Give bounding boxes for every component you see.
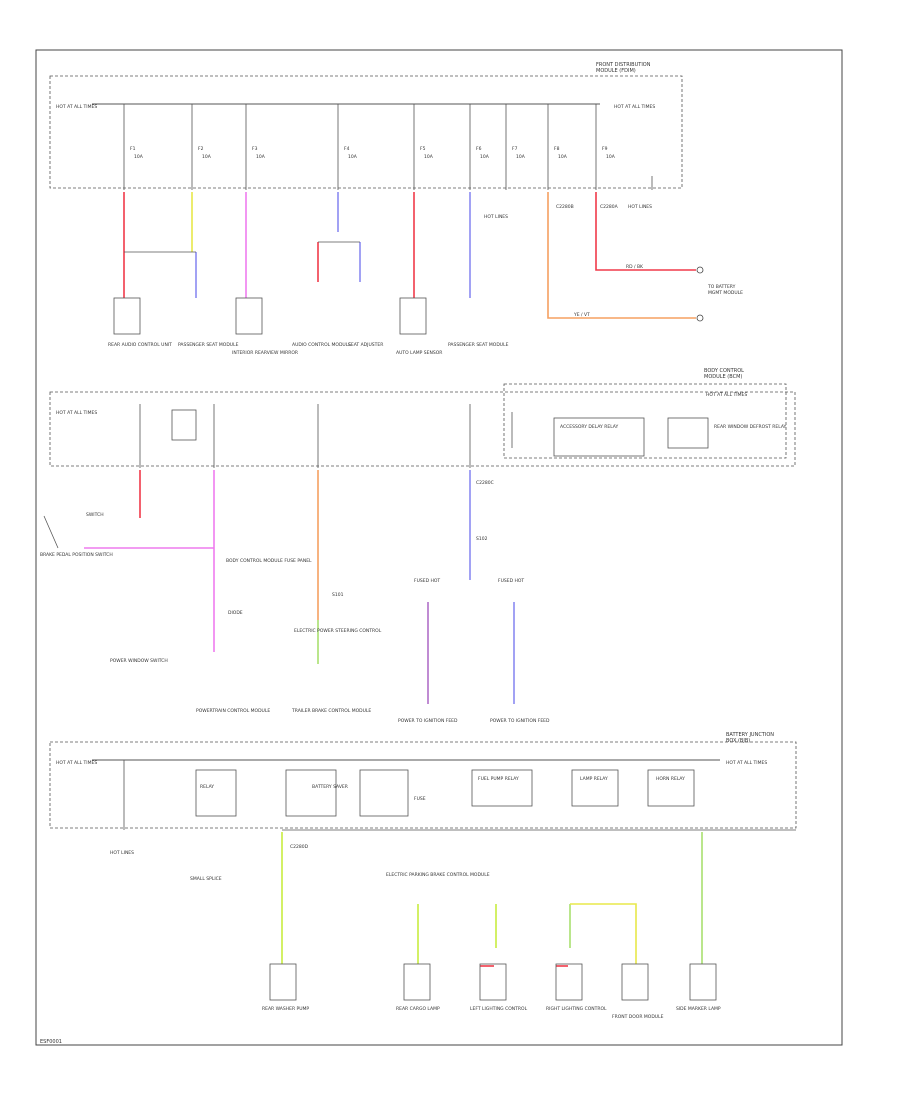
svg-text:10A: 10A bbox=[134, 154, 144, 160]
bottom-relay6: HORN RELAY bbox=[656, 776, 685, 782]
mid-relay2-label: REAR WINDOW DEFROST RELAY bbox=[714, 424, 787, 430]
bottom-splice-note: SMALL SPLICE bbox=[190, 876, 222, 882]
svg-text:F8: F8 bbox=[554, 146, 560, 152]
mid-right-label: HOT AT ALL TIMES bbox=[706, 392, 747, 398]
svg-text:10A: 10A bbox=[202, 154, 212, 160]
svg-text:10A: 10A bbox=[256, 154, 266, 160]
top-ground-label-2: HOT LINES bbox=[484, 214, 508, 220]
bottom-wire-note: ELECTRIC PARKING BRAKE CONTROL MODULE bbox=[386, 872, 490, 878]
mid-module-b: TRAILER BRAKE CONTROL MODULE bbox=[291, 708, 371, 714]
top-comp-1: REAR AUDIO CONTROL UNIT bbox=[108, 342, 172, 348]
svg-text:10A: 10A bbox=[480, 154, 490, 160]
top-right-label: HOT AT ALL TIMES bbox=[614, 104, 655, 110]
wire-red-4 bbox=[595, 192, 696, 271]
mid-module: BODY CONTROL MODULE (BCM) HOT AT ALL TIM… bbox=[49, 368, 796, 468]
bottom-comp-2: REAR CARGO LAMP bbox=[396, 1006, 440, 1012]
mid-module-title-2: MODULE (BCM) bbox=[704, 374, 742, 380]
svg-text:10A: 10A bbox=[424, 154, 434, 160]
top-comp-7: PASSENGER SEAT MODULE bbox=[448, 342, 509, 348]
bottom-right-label: HOT AT ALL TIMES bbox=[726, 760, 767, 766]
right-label-2: MGMT MODULE bbox=[708, 290, 743, 296]
mid-wires: BRAKE PEDAL POSITION SWITCH SWITCH BODY … bbox=[40, 470, 550, 724]
top-components: REAR AUDIO CONTROL UNIT PASSENGER SEAT M… bbox=[108, 297, 509, 356]
svg-text:F7: F7 bbox=[512, 146, 518, 152]
bottom-module-title-1: BATTERY JUNCTION bbox=[726, 732, 774, 738]
svg-text:10A: 10A bbox=[558, 154, 568, 160]
svg-text:F1: F1 bbox=[130, 146, 136, 152]
bottom-comp-5: FRONT DOOR MODULE bbox=[612, 1014, 664, 1020]
top-fuse-labels: F1 10A F2 10A F3 10A F4 10A F5 10A F6 10… bbox=[130, 146, 616, 160]
mid-module-d: FUSED HOT bbox=[498, 578, 524, 584]
top-comp-2: PASSENGER SEAT MODULE bbox=[178, 342, 239, 348]
svg-text:F6: F6 bbox=[476, 146, 482, 152]
right-wire-2: YE / VT bbox=[573, 312, 590, 318]
mid-module-a: POWERTRAIN CONTROL MODULE bbox=[196, 708, 270, 714]
bottom-comp-4: RIGHT LIGHTING CONTROL bbox=[546, 1006, 607, 1012]
mid-notes: BODY CONTROL MODULE FUSE PANEL bbox=[226, 558, 312, 564]
mid-diode: DIODE bbox=[228, 610, 243, 616]
mid-lower-a: POWER TO IGNITION FEED bbox=[398, 718, 458, 724]
bottom-relay4: FUEL PUMP RELAY bbox=[478, 776, 519, 782]
top-ground-label: HOT LINES bbox=[628, 204, 652, 210]
svg-text:10A: 10A bbox=[606, 154, 616, 160]
top-left-label: HOT AT ALL TIMES bbox=[56, 104, 97, 110]
bottom-wires: SMALL SPLICE ELECTRIC PARKING BRAKE CONT… bbox=[190, 832, 703, 967]
sheet-ref: ESF0001 bbox=[40, 1039, 62, 1045]
bottom-module: BATTERY JUNCTION BOX (BJB) HOT AT ALL TI… bbox=[49, 732, 797, 856]
top-comp-6: AUTO LAMP SENSOR bbox=[396, 350, 442, 356]
bottom-relay3: FUSE bbox=[414, 796, 426, 802]
wire-yellow-2 bbox=[570, 903, 637, 964]
bottom-comp-1: REAR WASHER PUMP bbox=[262, 1006, 309, 1012]
top-fuse-droppers bbox=[123, 104, 597, 190]
bottom-relay2: BATTERY SAVER bbox=[312, 784, 348, 790]
right-label-1: TO BATTERY bbox=[707, 284, 736, 290]
bottom-relay5: LAMP RELAY bbox=[580, 776, 608, 782]
bottom-comp-3: LEFT LIGHTING CONTROL bbox=[470, 1006, 528, 1012]
mid-c-label: C2280C bbox=[476, 480, 494, 486]
top-module-title-1: FRONT DISTRIBUTION bbox=[596, 62, 651, 68]
mid-lower-b: POWER TO IGNITION FEED bbox=[490, 718, 550, 724]
bottom-components: REAR WASHER PUMP REAR CARGO LAMP LEFT LI… bbox=[262, 963, 721, 1020]
svg-text:F2: F2 bbox=[198, 146, 204, 152]
top-mid-conn: C2280B bbox=[556, 204, 574, 210]
bottom-left-conn: C2280D bbox=[290, 844, 309, 850]
bottom-relay1: RELAY bbox=[200, 784, 214, 790]
svg-text:10A: 10A bbox=[516, 154, 526, 160]
mid-ground-note: POWER WINDOW SWITCH bbox=[110, 658, 168, 664]
top-module: FRONT DISTRIBUTION MODULE (FDIM) HOT AT … bbox=[49, 62, 683, 220]
svg-text:F4: F4 bbox=[344, 146, 350, 152]
top-comp-4: AUDIO CONTROL MODULE bbox=[292, 342, 351, 348]
top-right-conn: C2280A bbox=[600, 204, 619, 210]
wire-orange-1 bbox=[547, 192, 696, 319]
mid-lower-left: ELECTRIC POWER STEERING CONTROL bbox=[294, 628, 382, 634]
top-wires: TO BATTERY MGMT MODULE RD / BK YE / VT bbox=[123, 192, 743, 322]
svg-text:F5: F5 bbox=[420, 146, 426, 152]
mid-splice-b: S102 bbox=[476, 536, 488, 542]
bottom-left-label: HOT AT ALL TIMES bbox=[56, 760, 97, 766]
mid-module-c: FUSED HOT bbox=[414, 578, 440, 584]
bottom-comp-6: SIDE MARKER LAMP bbox=[676, 1006, 721, 1012]
bottom-ground-label: HOT LINES bbox=[110, 850, 134, 856]
mid-left-label: HOT AT ALL TIMES bbox=[56, 410, 97, 416]
svg-text:F3: F3 bbox=[252, 146, 258, 152]
mid-left-sw-label: SWITCH bbox=[86, 512, 104, 518]
mid-left-switch: BRAKE PEDAL POSITION SWITCH bbox=[40, 552, 113, 558]
top-comp-3: INTERIOR REARVIEW MIRROR bbox=[232, 350, 298, 356]
mid-module-title-1: BODY CONTROL bbox=[704, 368, 744, 374]
bottom-module-title-2: BOX (BJB) bbox=[726, 738, 750, 744]
top-module-title-2: MODULE (FDIM) bbox=[596, 68, 636, 74]
diagram-frame bbox=[35, 49, 843, 1046]
mid-relay-label: ACCESSORY DELAY RELAY bbox=[560, 424, 619, 430]
top-comp-5: SEAT ADJUSTER bbox=[348, 342, 383, 348]
svg-text:10A: 10A bbox=[348, 154, 358, 160]
mid-splice-a: S101 bbox=[332, 592, 344, 598]
svg-text:F9: F9 bbox=[602, 146, 608, 152]
right-wire-1: RD / BK bbox=[626, 264, 644, 270]
